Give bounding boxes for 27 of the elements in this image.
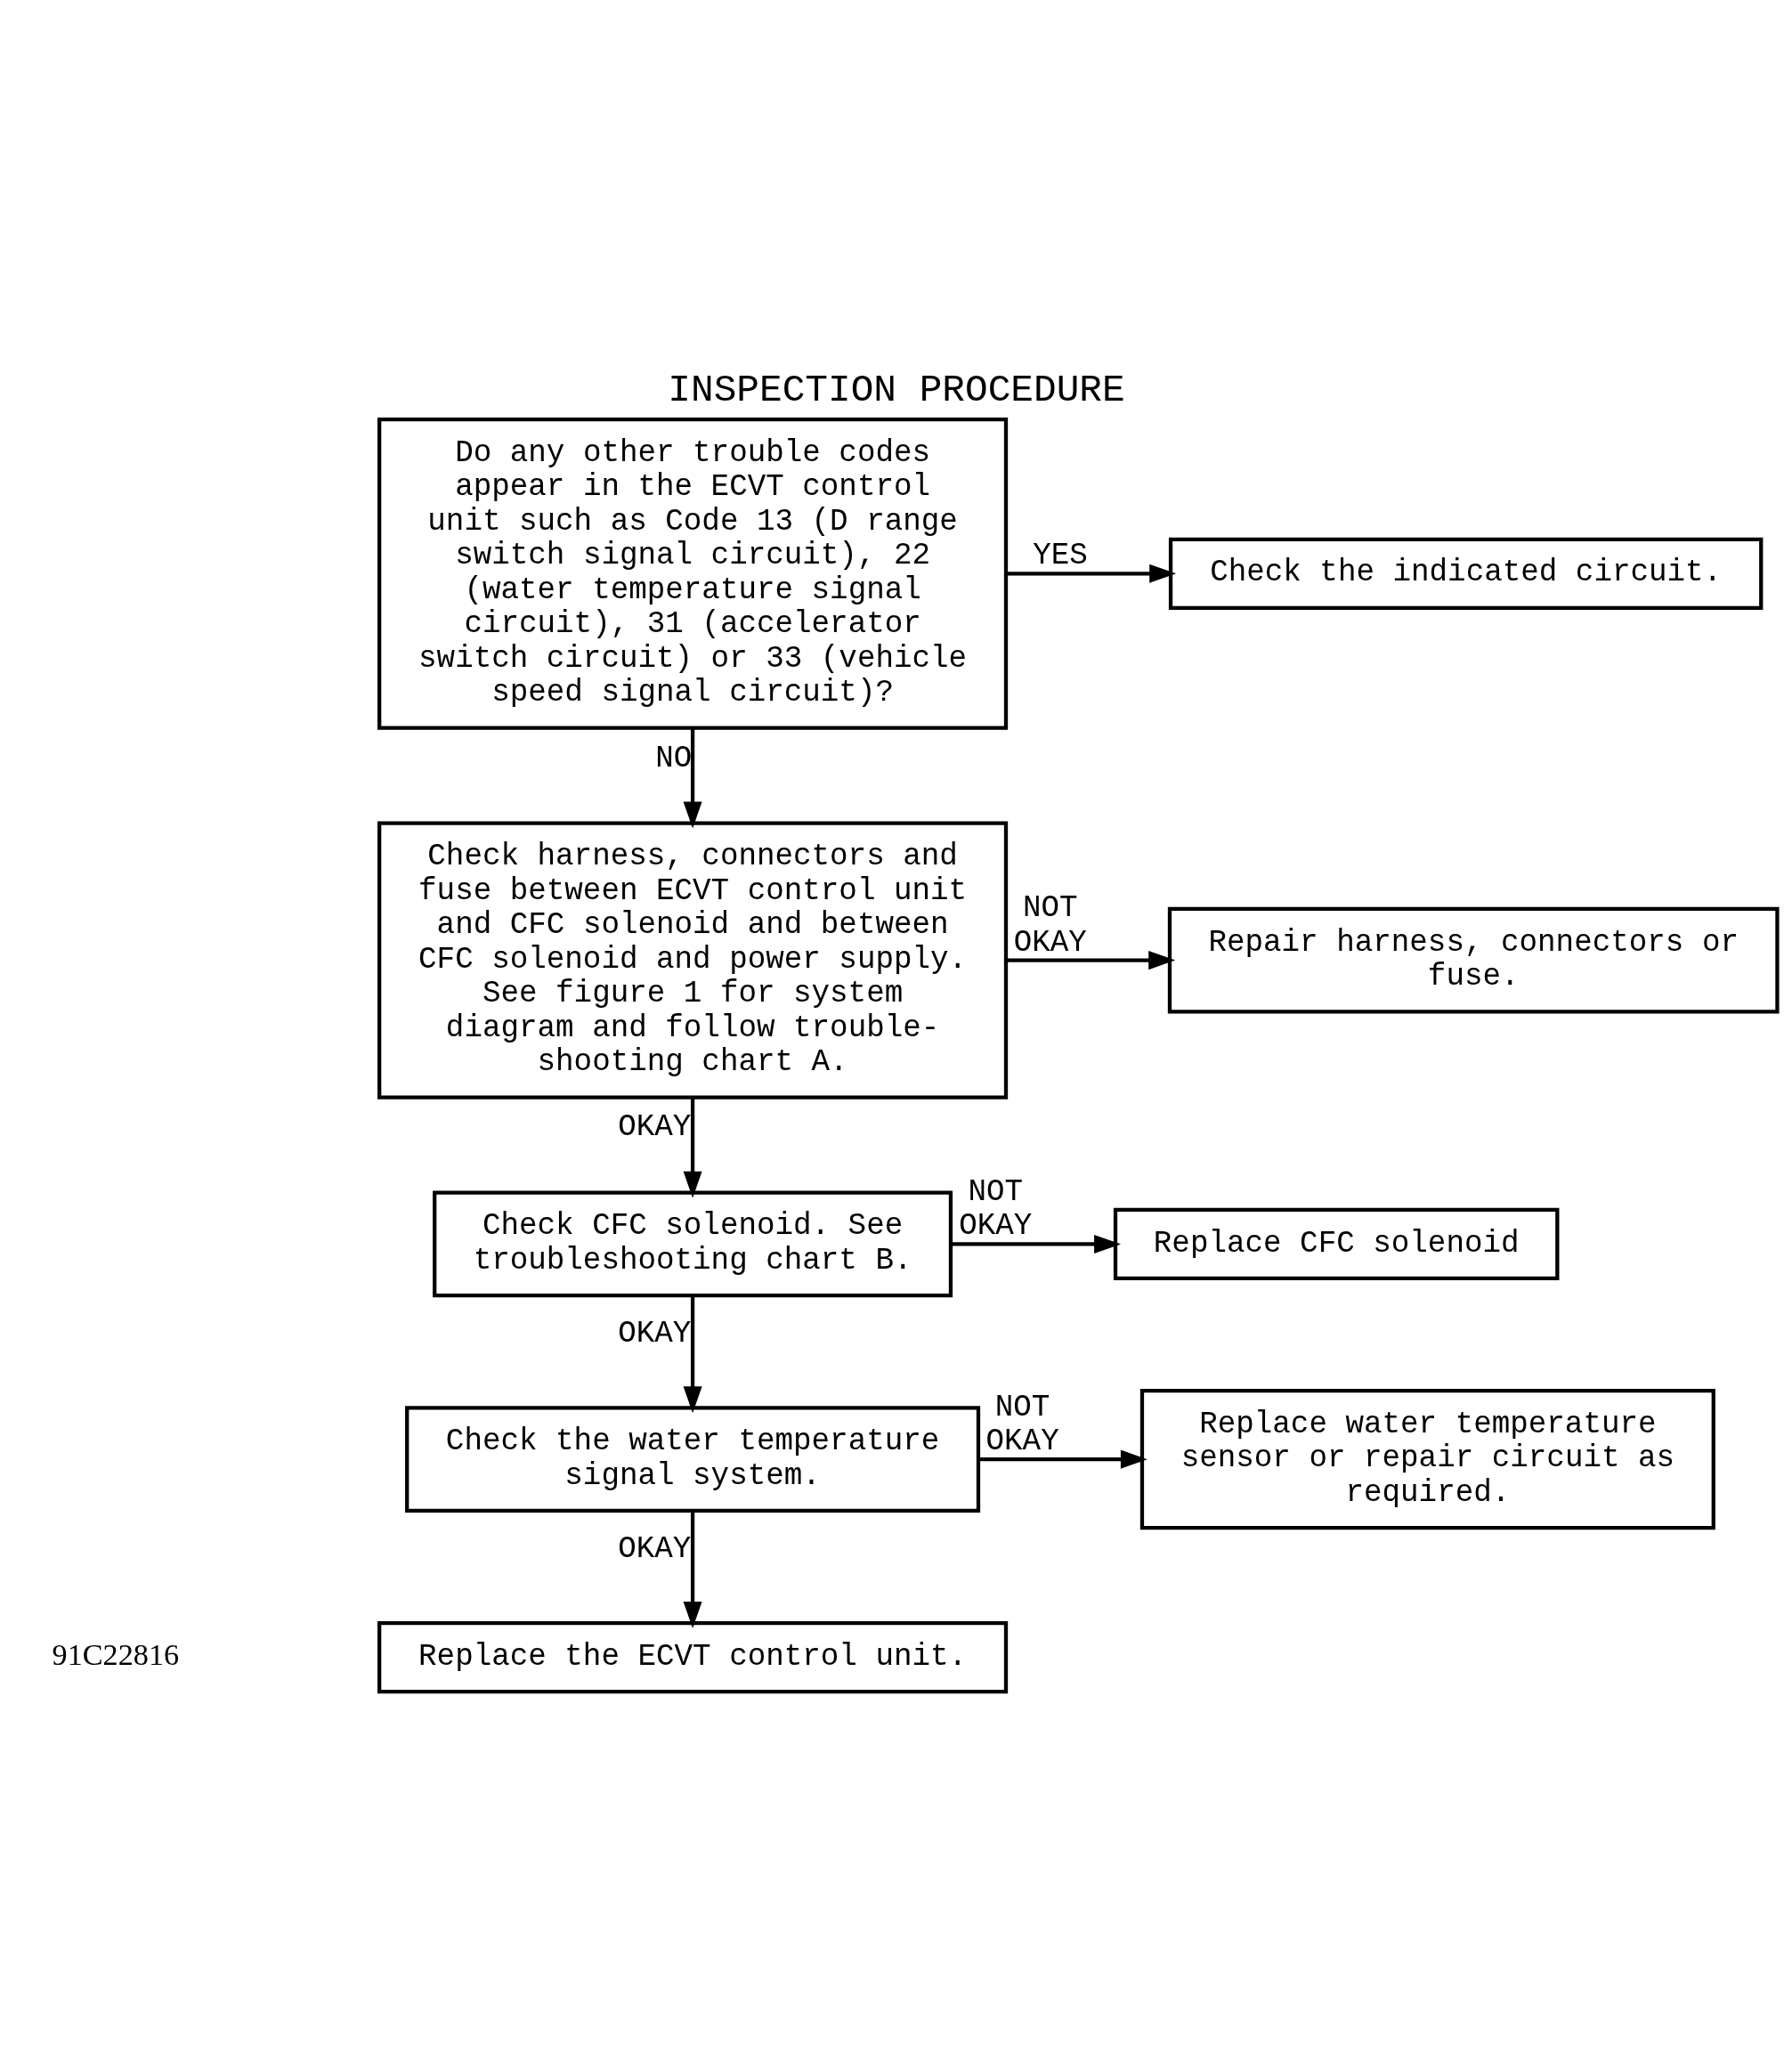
node-box: Check harness, connectors and fuse between ECVT control unit and CFC solenoid and between CFC solenoid and power supply. See figure 1 for system diagram and follow trouble-shooting chart A. <box>377 820 1008 1100</box>
edge-label: NOT OKAY <box>985 1390 1059 1458</box>
edge-label: NO <box>654 741 692 775</box>
node-box: Do any other trouble codes appear in the ECVT control unit such as Code 13 (D range switch signal circuit), 22 (water temperature signal circuit), 31 (accelerator switch circuit) or 33 (vehicle speed signal circuit)? <box>377 417 1008 730</box>
edge-label: NOT OKAY <box>1013 890 1087 959</box>
arrow <box>683 727 702 828</box>
edge-label: OKAY <box>617 1531 691 1566</box>
arrow <box>977 1449 1147 1469</box>
node-box: Check the indicated circuit. <box>1168 537 1763 610</box>
node-box: Check the water temperature signal system. <box>404 1405 980 1513</box>
label: 91C22816 <box>52 1637 179 1671</box>
edge-label: OKAY <box>617 1109 691 1144</box>
arrow <box>683 1097 702 1198</box>
arrow <box>1005 950 1175 970</box>
diagram-title: INSPECTION PROCEDURE <box>667 368 1125 412</box>
node-box: Replace water temperature sensor or repair circuit as required. <box>1139 1388 1715 1530</box>
arrow <box>683 1510 702 1628</box>
edge-label: OKAY <box>617 1316 691 1351</box>
node-box: Check CFC solenoid. See troubleshooting chart B. <box>432 1189 953 1297</box>
node-box: Replace the ECVT control unit. <box>377 1620 1008 1693</box>
arrow <box>683 1294 702 1413</box>
node-box: Repair harness, connectors or fuse. <box>1167 906 1780 1014</box>
edge-label: YES <box>1032 538 1088 572</box>
arrow <box>950 1234 1121 1254</box>
arrow <box>1005 564 1176 583</box>
node-box: Replace CFC solenoid <box>1113 1207 1559 1280</box>
edge-label: NOT OKAY <box>958 1174 1032 1243</box>
